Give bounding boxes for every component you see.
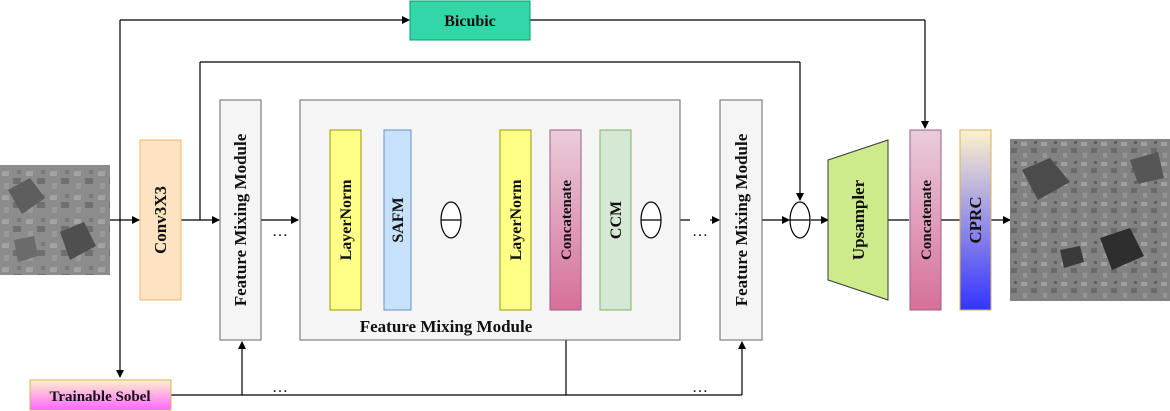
concatenate-label-inner: Concatenate (559, 180, 575, 260)
cprc-label: CPRC (966, 196, 985, 243)
ellipsis-2: … (692, 223, 708, 240)
fmm-3-label: Feature Mixing Module (732, 133, 751, 306)
trainable-sobel-label: Trainable Sobel (50, 389, 151, 405)
layernorm-label-2: LayerNorm (508, 179, 525, 261)
output-image (1010, 139, 1170, 301)
fmm-caption: Feature Mixing Module (360, 317, 533, 336)
feature-mixing-module-expanded: LayerNorm SAFM LayerNorm Concatenate CCM… (299, 99, 681, 341)
fmm-1-label: Feature Mixing Module (231, 133, 250, 306)
conv3x3-block: Conv3X3 (139, 139, 182, 301)
input-image (0, 165, 110, 275)
circled-plus-icon (640, 201, 662, 239)
conv3x3-label: Conv3X3 (151, 186, 170, 254)
bicubic-label: Bicubic (444, 13, 496, 30)
layernorm-block-1 (329, 129, 362, 311)
ccm-label: CCM (608, 201, 625, 239)
concatenate-label-outer: Concatenate (919, 180, 935, 260)
ellipsis-1: … (272, 223, 288, 240)
feature-mixing-module-3: Feature Mixing Module (719, 99, 763, 341)
bicubic-block: Bicubic (409, 0, 531, 41)
ellipsis-3: … (272, 379, 288, 396)
cprc-block: CPRC (959, 129, 992, 311)
ccm-block (599, 129, 632, 311)
ellipsis-4: … (692, 379, 708, 396)
circled-plus-icon (440, 201, 462, 239)
layernorm-block-2 (499, 129, 532, 311)
layernorm-label-1: LayerNorm (338, 179, 355, 261)
upsampler-label: Upsampler (849, 179, 868, 260)
circled-plus-icon (789, 201, 811, 239)
upsampler-block: Upsampler (827, 139, 889, 301)
feature-mixing-module-1: Feature Mixing Module (219, 99, 262, 341)
concatenate-block-inner (549, 129, 582, 311)
safm-label: SAFM (390, 197, 407, 242)
trainable-sobel-block: Trainable Sobel (29, 379, 172, 411)
concatenate-block-outer: Concatenate (909, 129, 942, 311)
safm-block (383, 129, 412, 311)
